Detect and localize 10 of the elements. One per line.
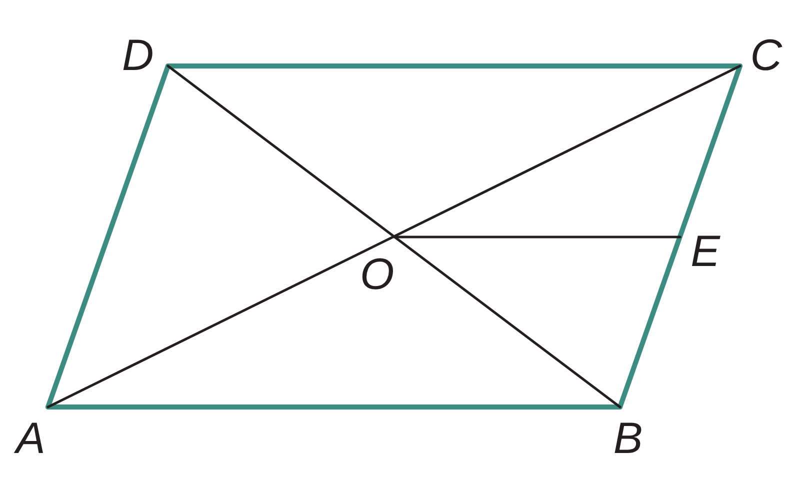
point-label: E bbox=[690, 230, 720, 274]
point-label: D bbox=[122, 34, 154, 78]
point-label: O bbox=[360, 253, 394, 297]
line-segment bbox=[166, 64, 622, 408]
point-label: C bbox=[750, 34, 782, 78]
parallelogram-side bbox=[46, 64, 170, 410]
line-segment bbox=[46, 64, 742, 408]
point-label: B bbox=[613, 417, 643, 461]
line-segment bbox=[392, 236, 682, 238]
point-label: A bbox=[16, 417, 46, 461]
